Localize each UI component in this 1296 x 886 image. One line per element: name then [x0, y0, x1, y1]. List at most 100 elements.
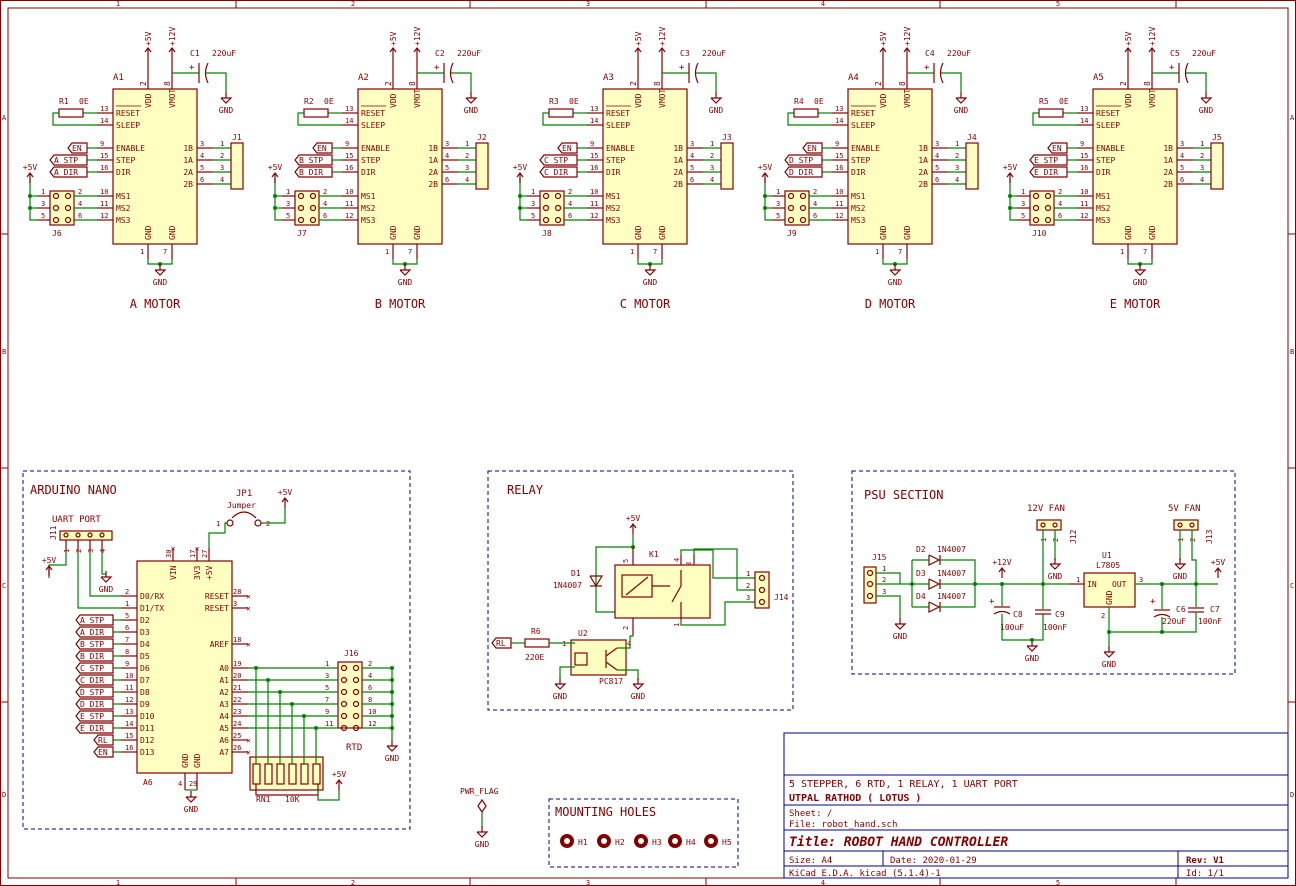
net-label: RL: [93, 734, 114, 746]
pin-number: 11: [325, 720, 333, 728]
net-label-flag: [1029, 166, 1068, 178]
pin-number: 7: [408, 248, 412, 256]
pin-number: 9: [345, 140, 349, 148]
tb-file: File: robot_hand.sch: [789, 820, 897, 830]
pin-name: D3: [140, 628, 150, 637]
power-arrow: [879, 47, 887, 53]
pin-number: 3: [1180, 140, 1184, 148]
net-label-text: EN: [807, 144, 817, 153]
power-label: +5V: [23, 163, 38, 172]
pin-name: ENABLE: [116, 144, 145, 153]
regulator-body: [1083, 572, 1136, 608]
ground-triangle: [399, 269, 412, 276]
net-label-flag: [312, 142, 333, 154]
wire: [696, 72, 717, 92]
header-pin: [52, 204, 60, 212]
relay-body: [614, 564, 711, 619]
hole-label: H4: [686, 838, 696, 847]
wire: [1032, 112, 1077, 126]
component-ref: A6: [143, 778, 153, 787]
pin-name: 1B: [918, 144, 928, 153]
pin-name: SLEEP: [116, 121, 140, 130]
net-label: A_STP: [49, 154, 88, 166]
net-label-text: D_DIR: [80, 700, 104, 709]
pin-number: 2: [1058, 188, 1062, 196]
tb-title: Title: ROBOT HAND CONTROLLER: [789, 835, 1008, 850]
pin-name: D10: [140, 712, 155, 721]
net-label-text: C_DIR: [544, 168, 568, 177]
tb-comment: 5 STEPPER, 6 RTD, 1 RELAY, 1 UART PORT: [789, 779, 1018, 790]
arduino-box: [22, 470, 411, 830]
net-label-text: EN: [1052, 144, 1062, 153]
row-label: D: [2, 791, 6, 799]
pin-number: 13: [345, 105, 353, 113]
junction-dot: [1008, 194, 1012, 198]
pin-number: 4: [690, 152, 694, 160]
wire: [617, 669, 639, 680]
connector-ref: J5: [1212, 133, 1222, 142]
column-label: 3: [586, 0, 590, 8]
pin-number: 16: [345, 164, 353, 172]
ground-triangle: [632, 683, 645, 690]
pin-number: 4: [1200, 176, 1204, 184]
power-symbol: +5V: [144, 31, 153, 58]
pin-name: GND: [193, 753, 202, 768]
header-pin: [64, 192, 72, 200]
pin-number: 12: [590, 212, 598, 220]
pin-number: 14: [590, 117, 598, 125]
diode-ref: D3: [916, 569, 926, 578]
header-pin: [352, 712, 360, 720]
pin-number: 5: [622, 559, 630, 563]
pin-number: 11: [100, 200, 108, 208]
pin-number: 3: [882, 588, 886, 596]
pin-name: DIR: [361, 168, 376, 177]
pin-number: 15: [100, 152, 108, 160]
pin-number: 4: [955, 176, 959, 184]
mounting-hole-center: [708, 838, 714, 844]
pin-name: D11: [140, 724, 155, 733]
pin-name: 1A: [1163, 156, 1173, 165]
net-label-flag: [75, 674, 114, 686]
pin-name: 3V3: [193, 565, 202, 580]
pin-name: SLEEP: [851, 121, 875, 130]
pin-number: 6: [125, 624, 129, 632]
opto-ref: U2: [578, 629, 588, 638]
ground-label: GND: [709, 106, 724, 115]
pin-name: 2A: [428, 168, 438, 177]
pin-number: 10: [590, 188, 598, 196]
pin-name: RESET: [606, 109, 630, 118]
power-arrow: [516, 172, 524, 178]
ground-symbol: GND: [1133, 264, 1147, 287]
pin-number: 4: [178, 780, 182, 788]
net-label: E_STP: [75, 710, 114, 722]
pin-number: 18: [233, 636, 241, 644]
pin-name: MS1: [1096, 192, 1111, 201]
pin-number: 20: [233, 672, 241, 680]
pin-number: 1: [531, 188, 535, 196]
resistor-body: [548, 108, 574, 118]
pin-name: DIR: [116, 168, 131, 177]
wire: [542, 112, 587, 126]
pin-number: 6: [690, 176, 694, 184]
cap-ref: C9: [1055, 610, 1065, 619]
pin-number: 13: [835, 105, 843, 113]
ground-label: GND: [475, 840, 490, 849]
cap-ref: C7: [1210, 605, 1220, 614]
cap-ref: C3: [680, 49, 690, 58]
ground-label: GND: [219, 106, 234, 115]
no-connect: ✕: [246, 640, 251, 649]
ground-triangle: [386, 745, 399, 752]
resistor-body: [793, 108, 819, 118]
header-pin: [799, 204, 807, 212]
hole-label: H1: [578, 838, 588, 847]
jumper-bridge: [231, 511, 257, 519]
power-symbol: +5V: [1124, 31, 1133, 58]
pin-number: 14: [125, 720, 133, 728]
tb-date: Date: 2020-01-29: [890, 856, 977, 866]
ground-label: GND: [553, 692, 568, 701]
net-label-flag: [1029, 154, 1068, 166]
relay-terminal: [754, 571, 770, 609]
ground-label: GND: [1173, 572, 1188, 581]
